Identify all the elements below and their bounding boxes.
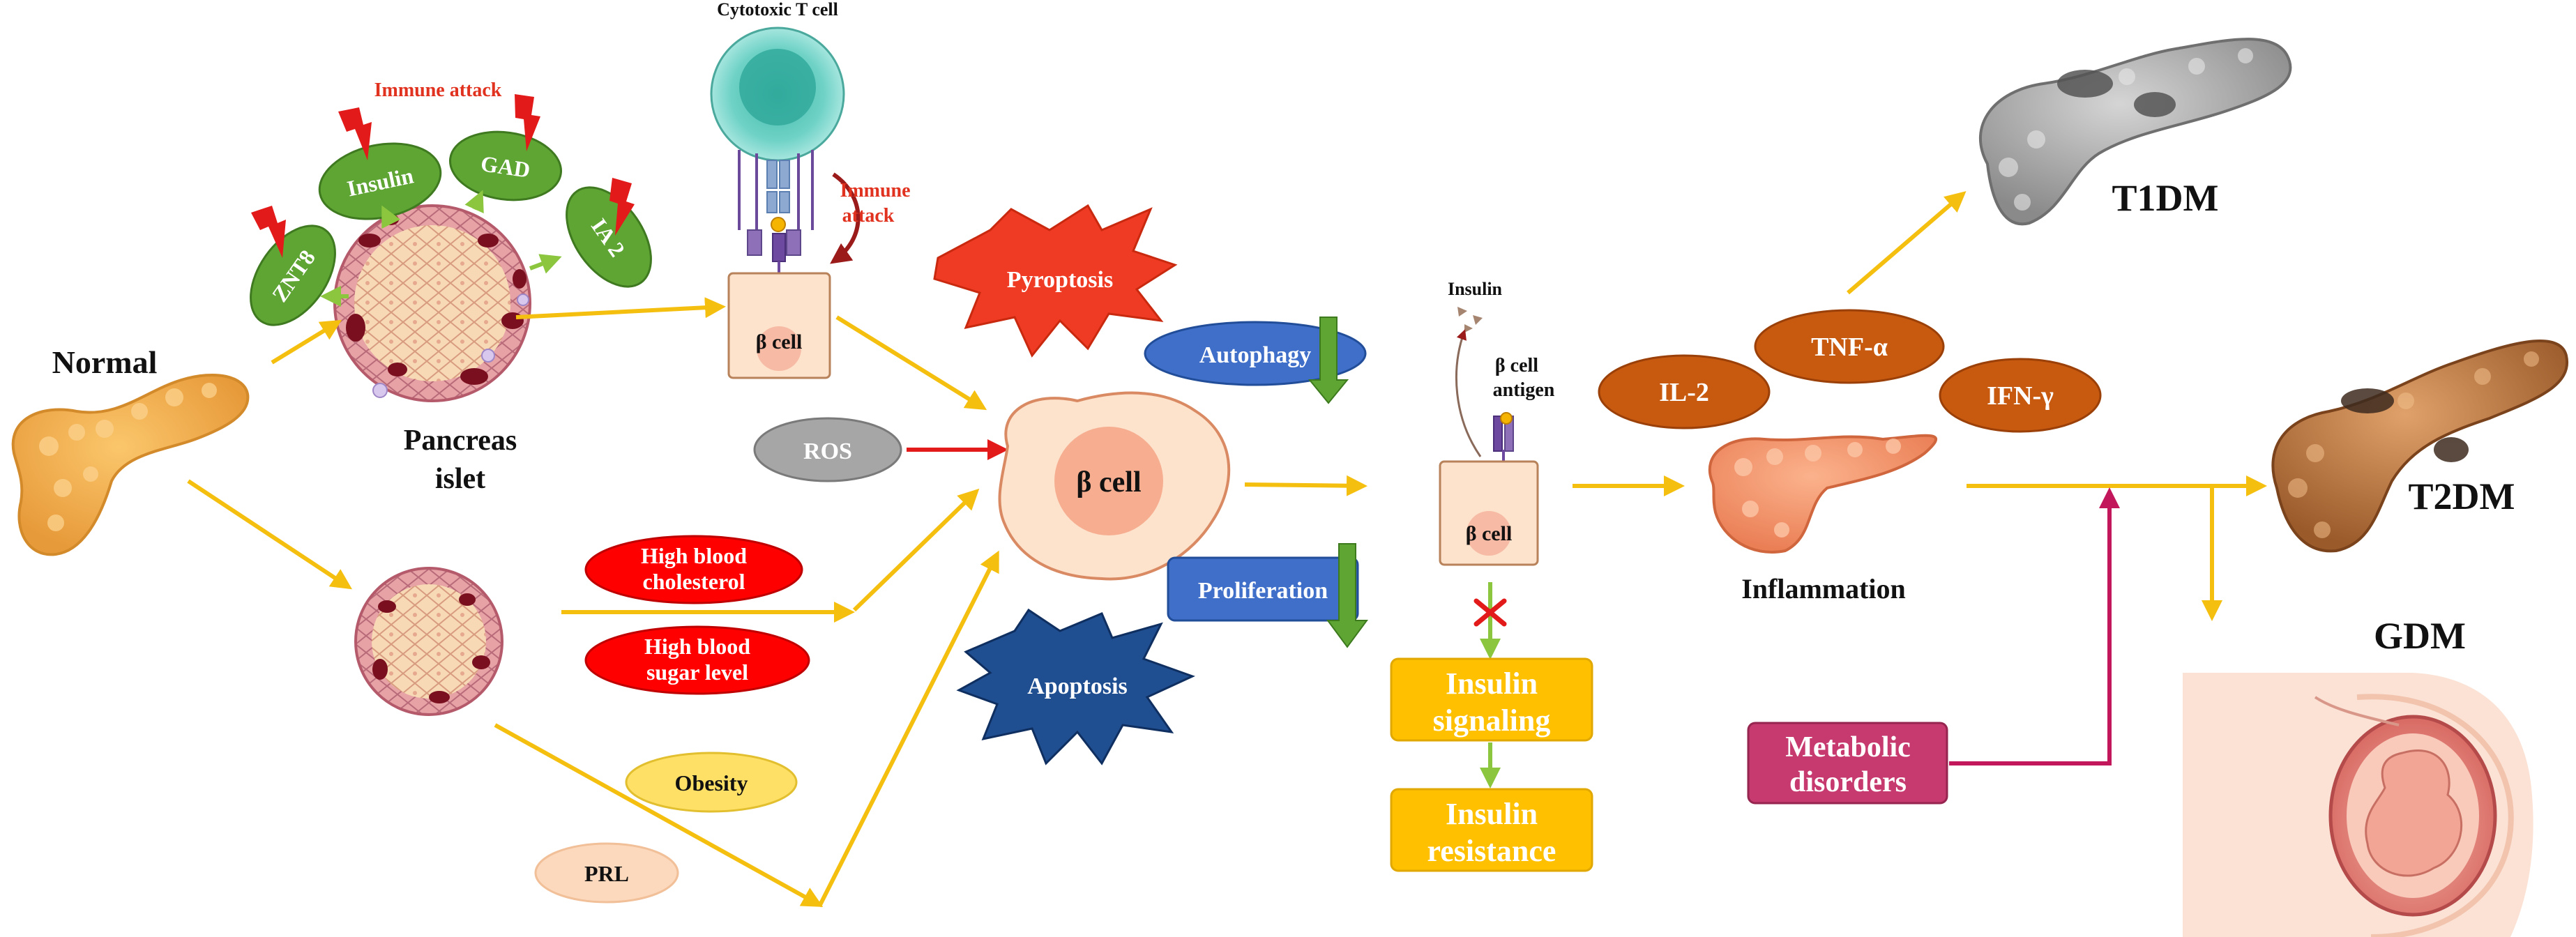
insulin-granules — [1457, 307, 1483, 333]
insulin-signaling-label-2: signaling — [1433, 703, 1551, 738]
antigen-znt8: ZNT8 — [250, 224, 336, 326]
cytokine-tnf: TNF-α — [1754, 309, 1945, 384]
apoptosis-burst: Apoptosis — [956, 608, 1195, 765]
autophagy-down-arrow-icon — [1308, 317, 1349, 404]
proliferation-box: Proliferation — [1167, 556, 1359, 622]
t2dm-label: T2DM — [2409, 475, 2515, 517]
apoptosis-label: Apoptosis — [1027, 673, 1128, 699]
antigen-ia2: IA 2 — [566, 186, 652, 288]
sugar-label-2: sugar level — [646, 660, 748, 685]
cytokine-ifn-label: IFN-γ — [1987, 381, 2054, 411]
cholesterol-label-1: High blood — [641, 543, 747, 568]
t1dm-label: T1DM — [2112, 177, 2219, 219]
metabolic-disorders-box: Metabolic disorders — [1747, 722, 1948, 805]
pregnancy-illustration — [2183, 673, 2533, 937]
lightning-icon — [609, 178, 635, 236]
pancreas-islet-label-1: Pancreas — [404, 425, 517, 457]
beta-cell-antigen-label-1: β cell — [1495, 355, 1538, 376]
insulin-resistance-box: Insulin resistance — [1390, 788, 1593, 872]
pyroptosis-label: Pyroptosis — [1007, 267, 1113, 293]
insulin-resistance-label-2: resistance — [1427, 834, 1556, 868]
cholesterol-label-2: cholesterol — [643, 569, 745, 594]
high-cholesterol-ellipse: High blood cholesterol — [584, 535, 803, 604]
lightning-icons — [251, 94, 635, 258]
autophagy-ellipse: Autophagy — [1144, 321, 1367, 386]
insulin-signaling-label-1: Insulin — [1446, 666, 1538, 701]
prl-ellipse: PRL — [534, 842, 679, 904]
antigen-insulin: Insulin — [318, 142, 442, 220]
normal-pancreas — [11, 374, 250, 556]
insulin-resistance-label-1: Insulin — [1446, 797, 1538, 831]
insulin-secretion-arrow — [1455, 329, 1482, 457]
metabolic-label-1: Metabolic — [1785, 731, 1911, 763]
lightning-icon — [338, 107, 372, 160]
antigen-gad: GAD — [448, 130, 563, 201]
central-beta-cell: β cell — [998, 391, 1231, 581]
right-beta-cell-label: β cell — [1466, 522, 1513, 545]
t1dm-pancreas — [1979, 38, 2292, 226]
metabolic-label-2: disorders — [1789, 766, 1907, 798]
autophagy-label: Autophagy — [1199, 342, 1312, 368]
pathway-arrows-left — [187, 297, 1685, 908]
cytokine-tnf-label: TNF-α — [1811, 333, 1888, 362]
obesity-ellipse: Obesity — [625, 752, 798, 813]
immune-attack-side-label-1: Immune — [840, 180, 910, 201]
top-beta-cell: β cell — [727, 272, 831, 379]
cytotoxic-t-cell-label: Cytotoxic T cell — [717, 0, 838, 20]
immune-attack-arrow — [830, 172, 861, 264]
lightning-icon — [251, 206, 286, 258]
prl-label: PRL — [584, 861, 629, 886]
cytokine-ifn: IFN-γ — [1939, 358, 2102, 433]
blocked-x-icon — [1473, 598, 1507, 627]
insulin-signaling-box: Insulin signaling — [1390, 657, 1593, 742]
ros-ellipse: ROS — [753, 417, 902, 482]
cytokine-il2: IL-2 — [1598, 354, 1771, 429]
high-sugar-ellipse: High blood sugar level — [584, 625, 810, 695]
immune-attack-side-label-2: attack — [842, 205, 895, 227]
central-beta-cell-label: β cell — [1076, 466, 1141, 498]
lightning-icon — [515, 94, 540, 151]
immune-attack-top-label: Immune attack — [374, 79, 502, 101]
inflammation-label: Inflammation — [1741, 573, 1906, 604]
pyroptosis-burst: Pyroptosis — [933, 204, 1178, 358]
metabolic-arrow — [1949, 487, 2120, 765]
lower-islet — [354, 567, 503, 716]
right-beta-cell: β cell — [1439, 460, 1539, 566]
gdm-label: GDM — [2374, 615, 2466, 657]
obesity-label: Obesity — [675, 770, 748, 795]
cytotoxic-t-cell — [710, 26, 845, 262]
inflamed-pancreas — [1708, 434, 1937, 554]
cytokine-il2-label: IL-2 — [1659, 378, 1709, 407]
t2dm-pancreas — [2271, 340, 2569, 553]
insulin-small-label: Insulin — [1448, 279, 1503, 299]
pancreas-islet-label-2: islet — [435, 463, 485, 495]
proliferation-down-arrow-icon — [1326, 543, 1368, 648]
upper-islet — [333, 204, 531, 402]
beta-cell-antigen-label-2: antigen — [1493, 379, 1555, 401]
proliferation-label: Proliferation — [1198, 578, 1328, 604]
normal-pancreas-shape — [11, 374, 250, 556]
normal-label: Normal — [52, 344, 158, 380]
t1dm-arrow — [1847, 191, 1967, 295]
top-beta-cell-label: β cell — [756, 330, 803, 353]
antigen-release-arrows — [320, 190, 562, 307]
sugar-label-1: High blood — [644, 634, 750, 659]
ros-label: ROS — [803, 439, 852, 464]
